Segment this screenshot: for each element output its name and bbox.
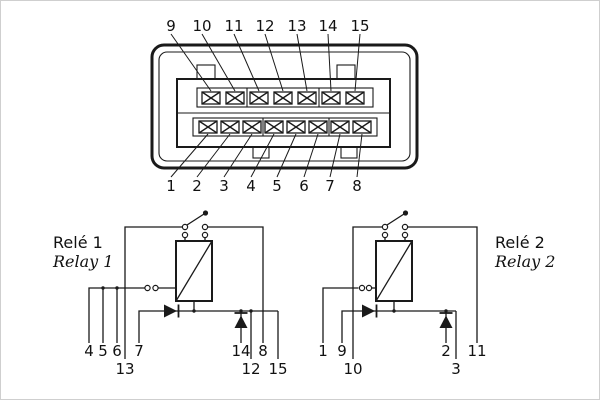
pin-label-12: 12: [255, 17, 274, 35]
terminal-row-top-frame: [196, 87, 374, 108]
connector-housing-outer: [150, 43, 419, 170]
relay1-junctions: [101, 286, 253, 313]
leader-lines-top: [170, 33, 361, 92]
relay2-pin-9: 9: [337, 342, 347, 360]
connector-top-tab-right: [336, 64, 356, 80]
pin-label-9: 9: [166, 17, 176, 35]
relay2-series-diode: [362, 304, 378, 318]
pin-label-2: 2: [192, 177, 202, 195]
relay2-pin-1: 1: [318, 342, 328, 360]
relay1-switch: [181, 210, 209, 231]
relay2-coil-diagonal: [375, 240, 413, 302]
relay2-pin-3: 3: [451, 360, 461, 378]
bottom-pin-labels: 1 2 3 4 5 6 7 8: [166, 177, 362, 195]
relay1-schematic: Relé 1 Relay 1: [52, 210, 288, 378]
pin-label-11: 11: [224, 17, 243, 35]
relay2-wires: [322, 226, 478, 359]
connector-diagram: 9 10 11 12 13 14 15 1 2 3 4 5 6 7 8: [150, 17, 419, 195]
pin-label-5: 5: [272, 177, 282, 195]
relay2-title: Relé 2: [495, 233, 545, 252]
relay1-title: Relé 1: [53, 233, 103, 252]
relay2-schematic: Relé 2 Relay 2: [318, 210, 555, 378]
pin-label-8: 8: [352, 177, 362, 195]
relay1-pin-5: 5: [98, 342, 108, 360]
relay1-pin-15: 15: [268, 360, 287, 378]
pin-label-6: 6: [299, 177, 309, 195]
relay1-pin-14: 14: [231, 342, 250, 360]
relay2-pin-11: 11: [467, 342, 486, 360]
relay2-vertical-diode: [439, 312, 453, 328]
top-pin-labels: 9 10 11 12 13 14 15: [166, 17, 369, 35]
relay2-pin-10: 10: [343, 360, 362, 378]
relay2-junctions: [392, 309, 448, 313]
relay1-pin-12: 12: [241, 360, 260, 378]
relay1-vertical-diode: [234, 312, 248, 328]
relay2-pin-2: 2: [441, 342, 451, 360]
connector-top-tab-left: [196, 64, 216, 80]
relay1-wires: [88, 226, 279, 359]
relay2-subtitle: Relay 2: [494, 252, 555, 271]
pin-label-15: 15: [350, 17, 369, 35]
relay1-pin-13: 13: [115, 360, 134, 378]
connector-bottom-tab-right: [340, 146, 358, 159]
terminal-row-bottom-frame: [192, 117, 378, 137]
relay1-pin-6: 6: [112, 342, 122, 360]
relay1-pin-7: 7: [134, 342, 144, 360]
relay1-pin-numbers: 4 5 6 7 13 14 8 12 15: [84, 342, 287, 378]
pin-label-14: 14: [318, 17, 337, 35]
pin-label-13: 13: [287, 17, 306, 35]
relay1-subtitle: Relay 1: [52, 252, 113, 271]
relay2-pin-numbers: 1 9 10 2 11 3: [318, 342, 486, 378]
relay1-pin-8: 8: [258, 342, 268, 360]
pin-label-4: 4: [246, 177, 256, 195]
relay1-coil-diagonal: [175, 240, 213, 302]
leader-lines-bottom: [170, 133, 363, 178]
pin-label-1: 1: [166, 177, 176, 195]
relay1-pin-4: 4: [84, 342, 94, 360]
pin-label-10: 10: [192, 17, 211, 35]
terminal-row-top: [201, 91, 365, 105]
relay2-switch: [381, 210, 409, 231]
pin-label-3: 3: [219, 177, 229, 195]
relay1-series-diode: [164, 304, 180, 318]
pin-label-7: 7: [325, 177, 335, 195]
